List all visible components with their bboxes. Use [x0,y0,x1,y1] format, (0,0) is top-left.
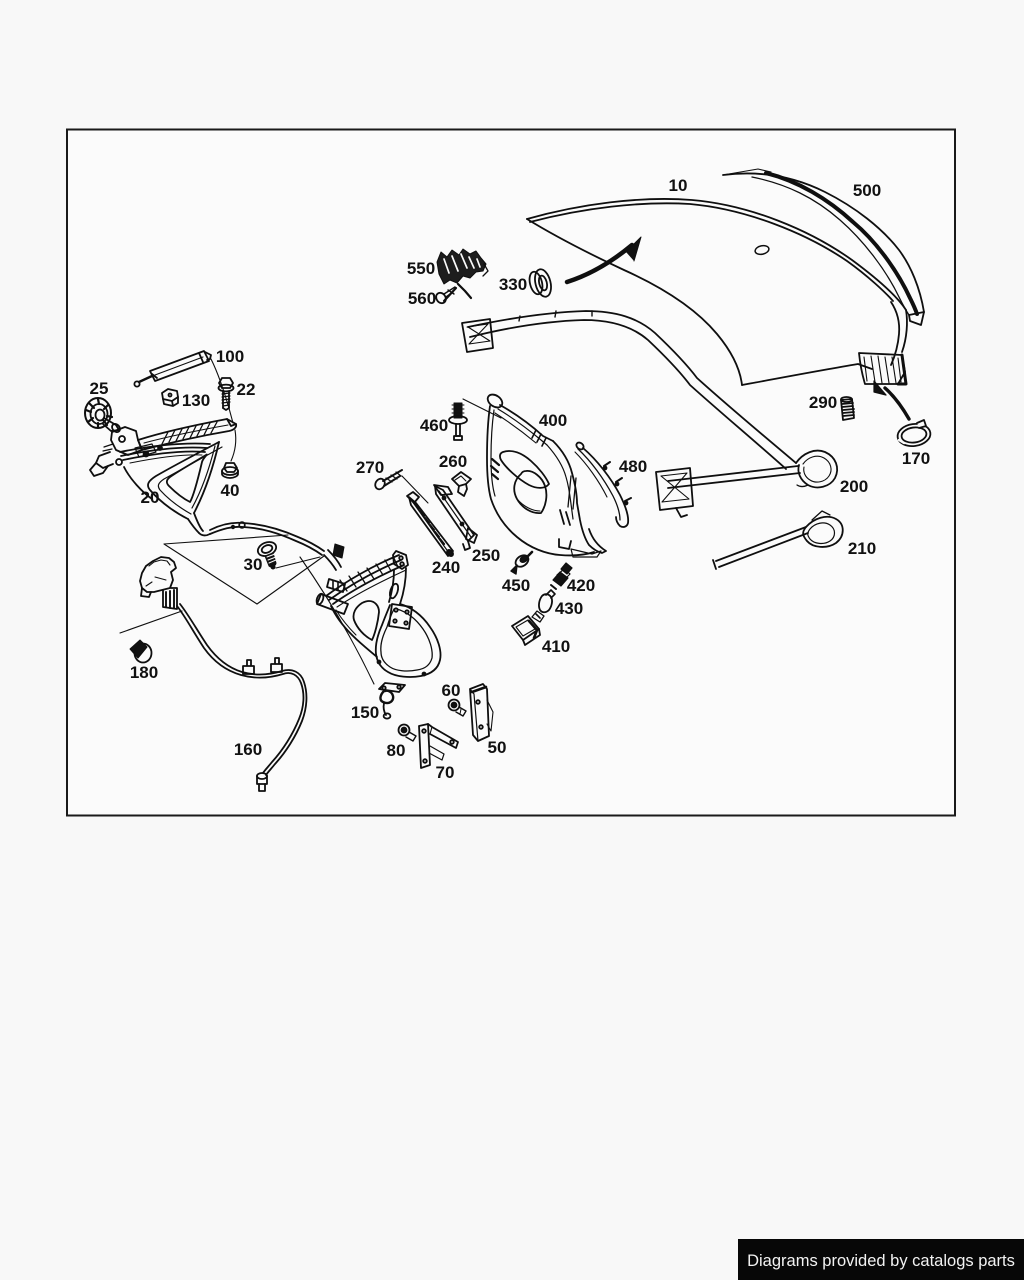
svg-text:150: 150 [351,703,379,722]
svg-text:500: 500 [853,181,881,200]
svg-text:25: 25 [90,379,109,398]
svg-text:160: 160 [234,740,262,759]
svg-text:80: 80 [387,741,406,760]
svg-text:330: 330 [499,275,527,294]
svg-text:20: 20 [141,488,160,507]
svg-text:480: 480 [619,457,647,476]
svg-text:550: 550 [407,259,435,278]
svg-text:400: 400 [539,411,567,430]
svg-text:210: 210 [848,539,876,558]
svg-text:60: 60 [442,681,461,700]
svg-text:200: 200 [840,477,868,496]
svg-text:180: 180 [130,663,158,682]
svg-text:10: 10 [669,176,688,195]
svg-text:130: 130 [182,391,210,410]
svg-text:260: 260 [439,452,467,471]
svg-text:420: 420 [567,576,595,595]
svg-text:240: 240 [432,558,460,577]
svg-text:430: 430 [555,599,583,618]
svg-text:250: 250 [472,546,500,565]
svg-text:100: 100 [216,347,244,366]
svg-text:290: 290 [809,393,837,412]
svg-text:22: 22 [237,380,256,399]
svg-text:Diagrams provided by catalogs: Diagrams provided by catalogs parts [747,1252,1015,1270]
svg-text:170: 170 [902,449,930,468]
svg-text:410: 410 [542,637,570,656]
svg-text:30: 30 [244,555,263,574]
svg-text:560: 560 [408,289,436,308]
svg-text:40: 40 [221,481,240,500]
svg-text:50: 50 [488,738,507,757]
svg-text:70: 70 [436,763,455,782]
svg-text:450: 450 [502,576,530,595]
svg-text:460: 460 [420,416,448,435]
svg-text:270: 270 [356,458,384,477]
